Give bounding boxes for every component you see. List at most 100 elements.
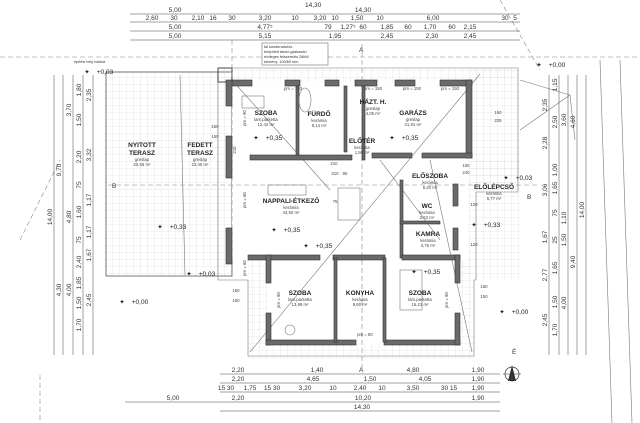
dimension-label: 5,00	[169, 24, 182, 31]
dimension-label: 2,10	[192, 15, 205, 22]
dimension-label: 1,67	[86, 248, 93, 261]
dimension-label: 1,40	[311, 367, 324, 374]
level-marker: +0,35	[316, 243, 333, 250]
dimension-label: 4,80	[407, 367, 420, 374]
room-area: 8,14 m²	[312, 123, 327, 128]
dimension-label: 1,70	[424, 24, 437, 31]
dimension-label: 10	[331, 15, 339, 22]
opening-label: 210	[232, 146, 237, 154]
dimension-label: 1,90	[472, 395, 485, 402]
room-floor: lam.parketta	[288, 297, 312, 302]
level-marker: +0,00	[512, 309, 529, 316]
opening-label: 150	[211, 124, 219, 129]
dimension-label: 4,00	[66, 283, 73, 296]
room-area: 16,21 m²	[412, 302, 430, 307]
room-floor: kerámia	[354, 145, 370, 150]
opening-label: 75	[333, 199, 338, 204]
dimension-label: 9,70	[56, 163, 63, 176]
dimension-label: 60	[448, 24, 456, 31]
room-name: ELŐTÉR	[349, 136, 376, 145]
dimension-label: 10	[378, 385, 386, 392]
dimension-lines	[53, 13, 587, 412]
room-area: 5,77 m²	[487, 196, 502, 201]
level-cross-icon: ✦	[411, 268, 417, 276]
dimension-label: 3,20	[299, 385, 312, 392]
level-cross-icon: ✦	[503, 174, 509, 182]
dimension-label: 1,80	[76, 83, 83, 96]
dimension-label: 10,20	[355, 395, 372, 402]
opening-label: 120	[470, 202, 478, 207]
room-area: 3,75 m²	[421, 243, 436, 248]
dimension-label: 60	[404, 24, 412, 31]
dimension-label: 2,28	[542, 136, 549, 149]
dimension-label: 2,20	[232, 395, 245, 402]
level-marker: +0,35	[402, 135, 419, 142]
opening-label: pm = 150	[284, 86, 303, 91]
level-cross-icon: ✦	[186, 270, 192, 278]
room-name: TERASZ	[187, 150, 213, 157]
furniture	[241, 87, 423, 336]
room-area: 23,40 m²	[192, 162, 210, 167]
dimension-label: 1,17	[86, 193, 93, 206]
room-area: 1,56 m²	[355, 150, 370, 155]
dimension-label: 10	[376, 15, 384, 22]
opening-label: pm = 150	[364, 86, 383, 91]
dimension-label: 14,30	[355, 7, 372, 14]
level-cross-icon: ✦	[499, 308, 505, 316]
dimension-label: 1,85	[76, 276, 83, 289]
room-floor: kerámia	[311, 118, 327, 123]
dimension-label: 1,50	[76, 296, 83, 309]
room-floor: kerámia	[419, 210, 435, 215]
dimension-label: 1,70	[552, 323, 559, 336]
opening-label: 120	[470, 242, 478, 247]
dimension-label: 2,40	[354, 385, 367, 392]
dimension-label: 14,00	[47, 208, 54, 225]
dimension-label: 1,95	[329, 33, 342, 40]
dimension-label: 4,05	[419, 376, 432, 383]
dimension-label: 1,67	[542, 230, 549, 243]
room-name: NAPPALI-ÉTKEZŐ	[263, 196, 320, 205]
level-cross-icon: ✦	[536, 61, 542, 69]
dimension-label: 79	[324, 24, 332, 31]
dimension-label: 1,50	[561, 233, 568, 246]
level-cross-icon: ✦	[389, 134, 395, 142]
room-area: 5,20 m²	[423, 185, 438, 190]
axis-b-right: B	[527, 194, 531, 201]
dimension-label: 60	[359, 24, 367, 31]
dimension-label: 5,00	[169, 7, 182, 14]
dimension-label: 2,45	[464, 33, 477, 40]
level-cross-icon: ✦	[253, 134, 259, 142]
room-name: HÁZT. H.	[360, 97, 387, 106]
dimension-label: 10	[291, 15, 299, 22]
opening-label: 150	[480, 284, 488, 289]
dimension-label: 1,00	[552, 163, 559, 176]
dimension-label: 5,00	[169, 33, 182, 40]
dimension-label: 1,50	[76, 113, 83, 126]
note-line: elvileges felszerelés 28kW	[264, 55, 309, 59]
room-floor: kerámia	[486, 191, 502, 196]
dimension-label: 15 30	[264, 385, 281, 392]
dimension-label: 10	[329, 385, 337, 392]
level-cross-icon: ✦	[119, 298, 125, 306]
dimension-label: 16	[209, 15, 217, 22]
dimension-label: 4,80	[66, 210, 73, 223]
dimension-label: 3,70	[66, 103, 73, 116]
level-cross-icon: ✦	[157, 223, 163, 231]
dimension-label: 15 30	[218, 385, 235, 392]
level-marker: +0,00	[132, 299, 149, 306]
dimension-label: 3,32	[86, 148, 93, 161]
level-marker: +0,03	[516, 175, 533, 182]
opening-label: 90	[343, 171, 348, 176]
dimension-label: 2,77	[542, 268, 549, 281]
opening-label: 100	[462, 163, 470, 168]
note-line: kémény: 100/60 mm	[264, 60, 298, 64]
dimension-label: 1,10	[561, 211, 568, 224]
dimension-label: 1,50	[364, 376, 377, 383]
level-marker: +0,00	[549, 62, 566, 69]
room-area: 21,91 m²	[405, 122, 423, 127]
level-cross-icon: ✦	[84, 68, 90, 76]
room-name: KONYHA	[346, 290, 374, 297]
axis-b-left: B	[112, 183, 116, 190]
